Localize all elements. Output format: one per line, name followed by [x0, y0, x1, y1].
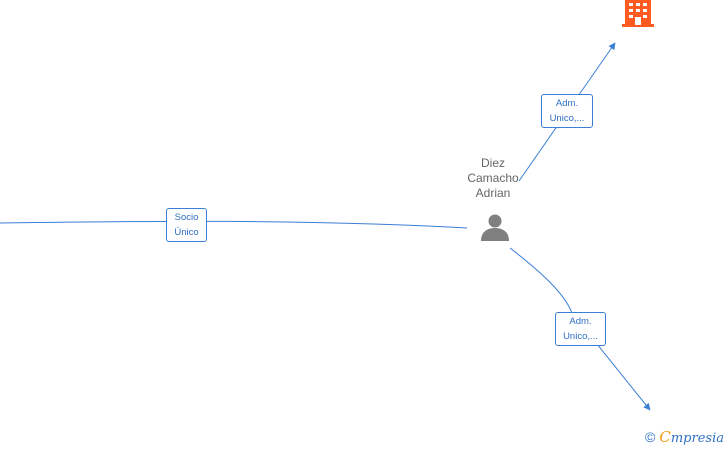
person-name-line: Camacho [467, 171, 519, 185]
edge-label-adm-top[interactable]: Adm. Unico,... [541, 94, 593, 128]
person-name-line: Diez [480, 156, 505, 170]
person-name[interactable]: Diez Camacho Adrian [455, 156, 531, 201]
empresia-watermark: © Cmpresia [645, 428, 724, 446]
edge-label-line: Adm. [569, 316, 592, 327]
person-name-line: Adrian [475, 186, 511, 200]
edge-label-line: Adm. [555, 98, 579, 109]
edge-label-line: Socio [174, 212, 199, 223]
person-icon[interactable] [480, 212, 510, 247]
edge-label-line: Único [174, 227, 199, 238]
edge-label-line: Unico,... [549, 113, 585, 124]
copyright-icon: © [645, 429, 656, 445]
building-icon[interactable] [622, 0, 654, 33]
brand-logo: Cmpresia [659, 428, 724, 446]
edge-socio-unico [0, 220, 468, 229]
edge-label-adm-bottom[interactable]: Adm. Unico,... [555, 312, 606, 346]
edge-label-line: Unico,... [563, 331, 598, 342]
edge-label-socio-unico[interactable]: Socio Único [166, 208, 207, 242]
